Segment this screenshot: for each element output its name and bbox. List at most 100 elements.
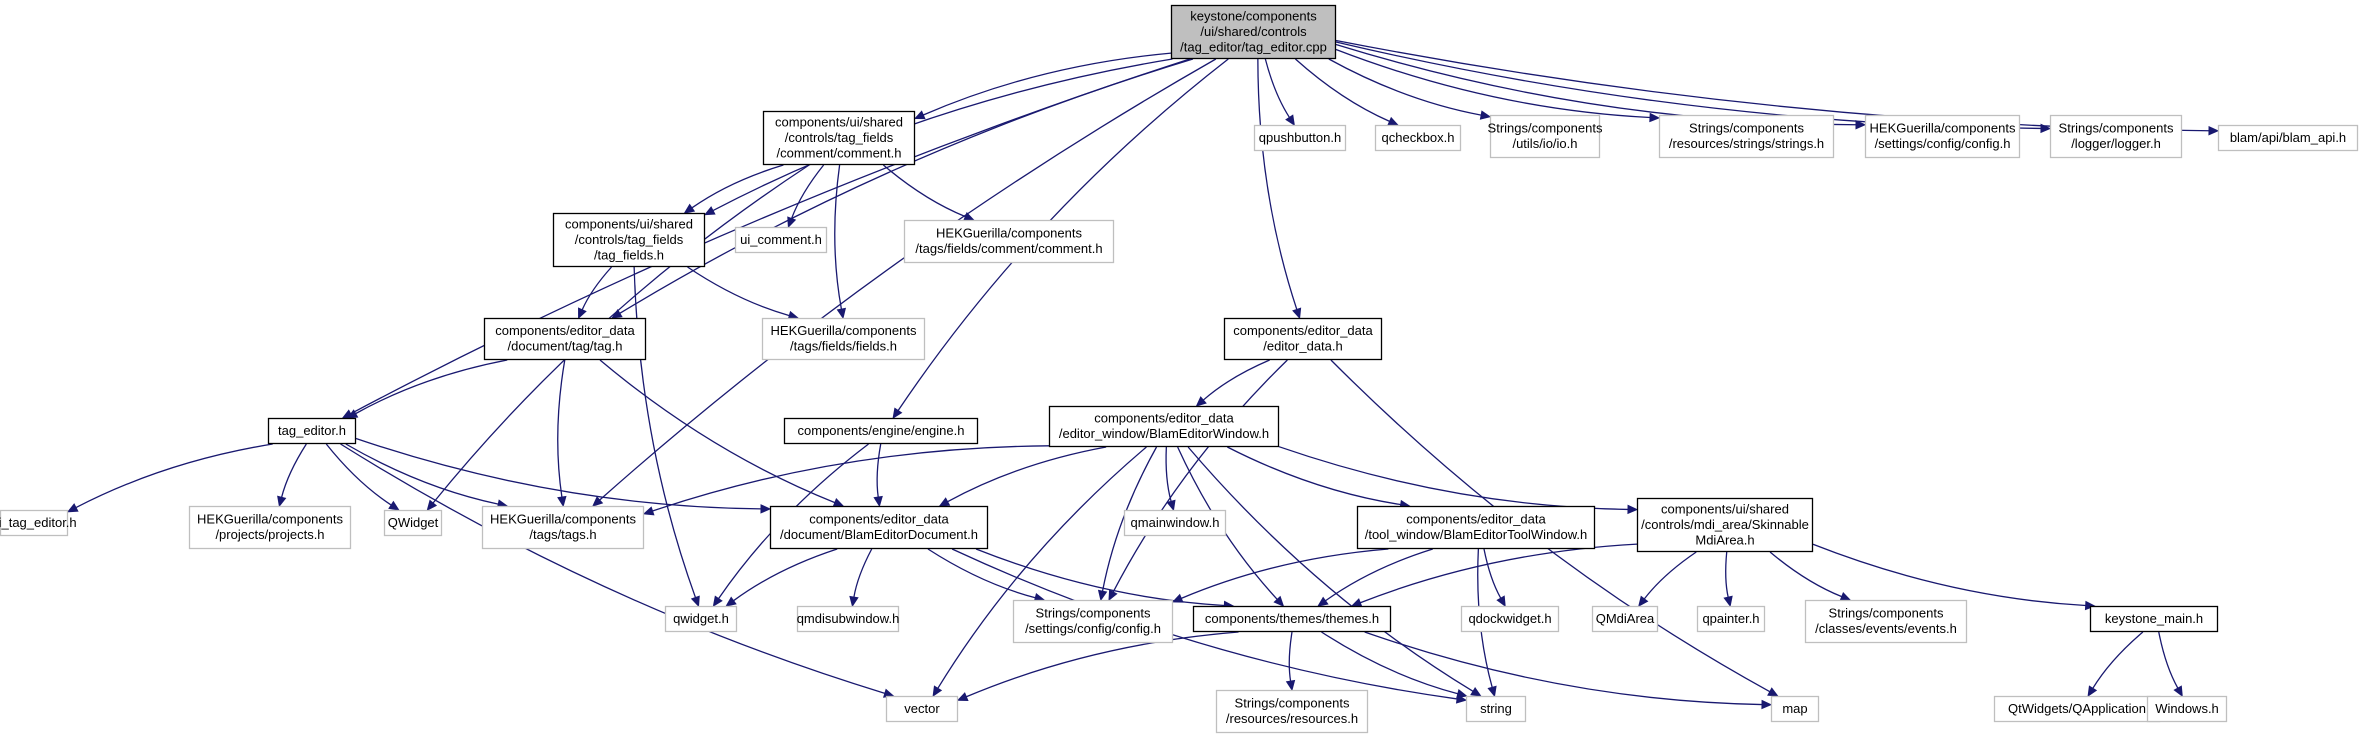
edge-root-to-tag_fields_h xyxy=(703,58,1173,216)
arrowhead xyxy=(690,595,700,608)
node-tool_window[interactable]: components/editor_data/tool_window/BlamE… xyxy=(1356,505,1596,550)
edge-blam_window-to-hek_tags xyxy=(642,445,1050,516)
node-hek_tags: HEKGuerilla/components/tags/tags.h xyxy=(481,505,645,550)
node-keystone_main[interactable]: keystone_main.h xyxy=(2089,605,2219,633)
arrowhead xyxy=(557,495,567,508)
edge-tag_fields_h-to-qwidget_h xyxy=(633,266,700,608)
arrowhead xyxy=(1166,499,1176,512)
node-box xyxy=(483,317,647,361)
arrowhead xyxy=(787,216,797,229)
node-label-line: components/engine/engine.h xyxy=(798,423,965,438)
node-box xyxy=(1192,605,1392,633)
arrowhead xyxy=(1195,396,1207,407)
edge-tag_editor_h-to-hek_projects xyxy=(277,443,307,508)
arrowhead xyxy=(1855,119,1867,130)
node-box xyxy=(783,417,979,445)
node-comment_h[interactable]: components/ui/shared/controls/tag_fields… xyxy=(762,110,916,166)
arrowhead xyxy=(2087,685,2098,698)
edge-mdi_area-to-qpainter xyxy=(1723,551,1733,608)
node-box xyxy=(734,226,828,254)
edge-tag_fields_h-to-hek_fields xyxy=(687,266,800,321)
node-box xyxy=(1804,599,1968,644)
node-qwidget_h: qwidget.h xyxy=(664,605,738,633)
node-label-line: qcheckbox.h xyxy=(1382,130,1455,145)
edge-mdi_area-to-events_h xyxy=(1769,551,1852,601)
node-box xyxy=(761,317,926,361)
node-blam_window[interactable]: components/editor_data/editor_window/Bla… xyxy=(1048,405,1280,448)
node-label-line: map xyxy=(1782,701,1807,716)
node-editor_data_h[interactable]: components/editor_data/editor_data.h xyxy=(1223,317,1383,361)
edge-line xyxy=(633,266,697,598)
node-label-line: HEKGuerilla/components xyxy=(771,323,917,338)
edge-mdi_area-to-themes_h xyxy=(1350,543,1638,607)
node-label-line: QMdiArea xyxy=(1596,611,1655,626)
arrowhead xyxy=(1723,595,1733,608)
node-resources_h: Strings/components/resources/resources.h xyxy=(1215,689,1369,734)
node-label-line: HEKGuerilla/components xyxy=(936,226,1082,241)
edge-line xyxy=(1483,548,1502,599)
edge-blam_doc-to-str_config xyxy=(927,548,1046,603)
edge-line xyxy=(1165,446,1172,502)
edge-line xyxy=(733,548,838,602)
arrowhead xyxy=(346,409,359,419)
node-root[interactable]: keystone/components/ui/shared/controls/t… xyxy=(1170,4,1337,60)
node-tag_h[interactable]: components/editor_data/document/tag/tag.… xyxy=(483,317,647,361)
node-label-line: components/ui/shared xyxy=(1661,501,1789,516)
node-box xyxy=(1356,505,1596,550)
arrowhead xyxy=(1638,595,1649,607)
node-tag_editor_h[interactable]: tag_editor.h xyxy=(267,417,357,445)
arrowhead xyxy=(2173,685,2183,698)
arrowhead xyxy=(642,506,655,516)
node-label-line: Strings/components xyxy=(1036,606,1151,621)
node-hek_config: HEKGuerilla/components/settings/config/c… xyxy=(1864,114,2021,159)
edge-line xyxy=(2158,631,2179,689)
node-label-line: components/ui/shared xyxy=(775,114,903,129)
node-label-line: /tool_window/BlamEditorToolWindow.h xyxy=(1365,527,1588,542)
edge-root-to-tag_h xyxy=(611,58,1194,319)
node-hek_fields: HEKGuerilla/components/tags/fields/field… xyxy=(761,317,926,361)
node-engine_h[interactable]: components/engine/engine.h xyxy=(783,417,979,445)
node-box xyxy=(1864,114,2021,159)
node-box xyxy=(1123,509,1227,537)
edge-comment_h-to-hek_fields xyxy=(834,164,847,320)
node-themes_h[interactable]: components/themes/themes.h xyxy=(1192,605,1392,633)
node-windows_h: Windows.h xyxy=(2146,695,2228,723)
edge-tag_editor_h-to-blam_doc xyxy=(355,437,772,514)
node-box xyxy=(188,505,352,550)
arrowhead xyxy=(873,495,883,508)
node-label-line: HEKGuerilla/components xyxy=(1870,121,2016,136)
arrowhead xyxy=(832,498,845,507)
edge-line xyxy=(1257,58,1298,310)
edge-line xyxy=(599,58,1217,501)
edge-line xyxy=(355,359,508,415)
node-mdi_area[interactable]: components/ui/shared/controls/mdi_area/S… xyxy=(1636,497,1814,553)
node-label-line: /ui/shared/controls xyxy=(1200,24,1307,39)
arrowhead xyxy=(760,504,772,514)
edge-line xyxy=(1335,48,1651,119)
node-ui_tag_editor: ui_tag_editor.h xyxy=(0,509,77,537)
node-box xyxy=(1170,4,1337,60)
node-label-line: components/editor_data xyxy=(809,512,949,527)
node-label-line: QWidget xyxy=(388,515,439,530)
edge-line xyxy=(1328,58,1482,116)
node-tag_fields_h[interactable]: components/ui/shared/controls/tag_fields… xyxy=(552,212,706,268)
arrowhead xyxy=(836,307,847,320)
arrowhead xyxy=(1292,307,1302,320)
edge-keystone_main-to-qapplication xyxy=(2087,631,2144,698)
edge-line xyxy=(927,548,1036,599)
edge-line xyxy=(1288,631,1293,682)
node-label-line: Strings/components xyxy=(1829,606,1944,621)
edge-line xyxy=(1187,446,1474,692)
node-label-line: /resources/resources.h xyxy=(1226,711,1358,726)
edge-line xyxy=(1769,551,1843,598)
node-events_h: Strings/components/classes/events/events… xyxy=(1804,599,1968,644)
edge-line xyxy=(1101,446,1158,592)
arrowhead xyxy=(913,110,926,120)
edge-line xyxy=(834,164,843,310)
node-label-line: qmdisubwindow.h xyxy=(797,611,900,626)
node-qdockwidget: qdockwidget.h xyxy=(1460,605,1560,633)
node-blam_doc[interactable]: components/editor_data/document/BlamEdit… xyxy=(769,505,989,550)
edge-line xyxy=(355,437,762,510)
edge-line xyxy=(1278,446,1629,511)
arrowhead xyxy=(683,203,696,214)
